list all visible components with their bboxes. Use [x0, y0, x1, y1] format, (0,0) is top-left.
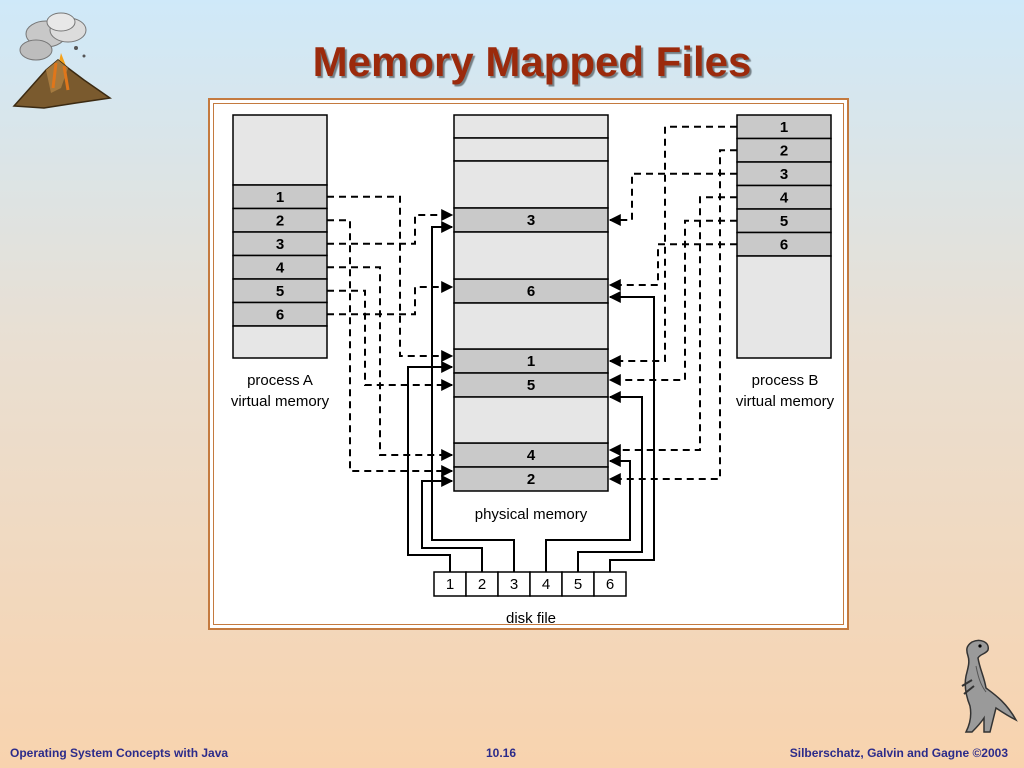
disk-block-label: 5: [574, 576, 582, 593]
disk-block: [593, 571, 627, 597]
memory-mapping-diagram: 1 2 3 4 5 6 1 2 3 4 5 6 3 6 1 5 4 2 1 2 3 4 5 6 process A virtu…: [231, 114, 835, 627]
mapping-a2: [327, 219, 454, 477]
disk-block-label: 1: [446, 576, 454, 593]
mapping-a3: [327, 209, 454, 245]
physical-frame-label: 3: [527, 212, 535, 229]
mapping-a6: [327, 281, 454, 316]
process-b-page-label: 3: [780, 166, 788, 183]
mapping-b2: [608, 149, 737, 485]
process-a-page-label: 2: [276, 213, 284, 230]
disk-block-label: 6: [606, 576, 614, 593]
physical-frame-label: 4: [527, 447, 536, 464]
physical-memory-free: [453, 137, 609, 162]
process-a-page-label: 3: [276, 236, 284, 253]
physical-memory-label: physical memory: [475, 506, 588, 523]
process-a-sublabel: virtual memory: [231, 393, 330, 410]
process-b-unused-bottom: [736, 255, 832, 359]
physical-frame: [453, 372, 609, 398]
process-b-label: process B: [752, 372, 819, 389]
disk-block-label: 3: [510, 576, 518, 593]
mapping-b3: [608, 172, 737, 226]
mapping-b6: [608, 243, 737, 291]
disk-link-3: [431, 221, 515, 572]
process-a-unused-top: [232, 114, 328, 186]
process-b-page-label: 1: [780, 119, 788, 136]
disk-block-label: 4: [542, 576, 550, 593]
mapping-a4: [327, 266, 454, 461]
process-a-page-label: 1: [276, 189, 284, 206]
process-b-page-label: 4: [780, 190, 789, 207]
figure-frame: 1 2 3 4 5 6 1 2 3 4 5 6 3 6 1 5 4 2 1 2 3 4 5 6 process A virtu…: [208, 98, 849, 630]
physical-memory-free: [453, 231, 609, 280]
process-b-page-label: 2: [780, 143, 788, 160]
mapping-b4: [608, 196, 737, 456]
physical-memory-free: [453, 160, 609, 209]
slide-title: Memory Mapped Files: [312, 38, 752, 85]
physical-frame-label: 5: [527, 377, 535, 394]
disk-link-6: [608, 291, 655, 572]
physical-memory-free: [453, 302, 609, 350]
physical-frame-label: 1: [527, 353, 535, 370]
mapping-a1: [327, 195, 454, 362]
process-b-page-label: 5: [780, 213, 788, 230]
dinosaur-icon: [950, 636, 1020, 741]
footer-course-title: Operating System Concepts with Java: [10, 746, 229, 760]
physical-frame: [453, 466, 609, 492]
mapping-b1: [608, 125, 737, 367]
disk-block-label: 2: [478, 576, 486, 593]
physical-frame: [453, 207, 609, 233]
process-a-page-label: 4: [276, 260, 285, 277]
footer-copyright: Silberschatz, Galvin and Gagne ©2003: [789, 746, 1008, 760]
disk-link-4: [545, 455, 631, 572]
mapping-b5: [608, 219, 737, 386]
process-a-page-label: 6: [276, 307, 284, 324]
disk-file-label: disk file: [506, 610, 556, 627]
mapping-a5: [327, 289, 454, 391]
process-a-page-label: 5: [276, 283, 284, 300]
physical-memory-free: [453, 396, 609, 444]
process-a-label: process A: [247, 372, 313, 389]
physical-frame: [453, 278, 609, 304]
process-b-sublabel: virtual memory: [736, 393, 835, 410]
process-b-page-label: 6: [780, 237, 788, 254]
physical-memory-free: [453, 114, 609, 139]
physical-frame-label: 2: [527, 471, 535, 488]
volcano-icon: [6, 8, 116, 118]
disk-link-5: [577, 391, 643, 572]
process-a-unused-bottom: [232, 325, 328, 359]
disk-link-1: [407, 361, 454, 572]
physical-frame-label: 6: [527, 283, 535, 300]
footer-slide-number: 10.16: [486, 746, 517, 760]
